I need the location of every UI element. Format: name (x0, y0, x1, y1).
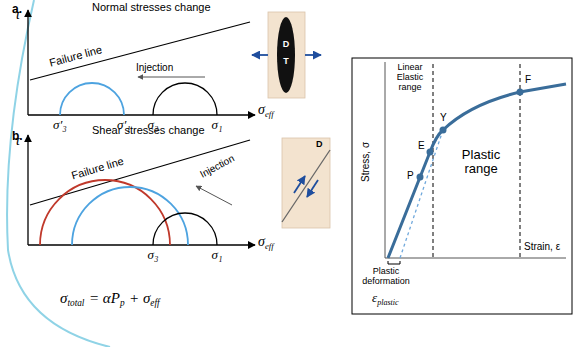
axis-label: σeff (258, 234, 274, 252)
symbol: ε (372, 290, 377, 305)
failure-line-label: Failure line (70, 155, 125, 182)
stress-label: σ₃ (148, 248, 159, 262)
shear-arrow (307, 180, 318, 197)
symbol: = αP (89, 290, 120, 306)
curve-point (427, 149, 434, 156)
panel-title: Normal stresses change (92, 1, 211, 13)
symbol: σ (258, 234, 265, 249)
axis-label: εplastic (372, 291, 399, 308)
shear-arrow (294, 176, 305, 193)
sigma-axis (28, 114, 255, 115)
symbol: + σ (129, 290, 150, 306)
plastic-label: Plastic deformation (358, 267, 414, 287)
formula: σtotal = αPp + σeff (60, 290, 160, 308)
panel-title: Shear stresses change (92, 124, 205, 136)
curve-point (417, 174, 424, 181)
range-label: Plastic range (450, 148, 512, 177)
subscript: p (120, 298, 125, 308)
tau-axis (27, 135, 28, 245)
stress-strain-curve (388, 84, 566, 258)
curve-point (517, 89, 524, 96)
subscript: total (67, 298, 84, 308)
strain-axis (385, 258, 566, 259)
mohr-circle (153, 83, 217, 115)
axis-label: σeff (258, 102, 274, 120)
injection-arrow (138, 77, 205, 78)
curve-point (440, 127, 447, 134)
stress-label: σ₁ (212, 118, 223, 132)
fracture-label: D (283, 40, 290, 50)
point-label: P (407, 170, 414, 181)
tau-axis (27, 10, 28, 115)
rock-block (282, 138, 330, 228)
axis-label: τ (15, 132, 20, 149)
range-label: Linear Elastic range (388, 63, 432, 93)
injection-arrow (196, 186, 232, 205)
fracture (277, 17, 295, 93)
subscript: eff (150, 298, 159, 308)
plastic-bracket (388, 261, 400, 264)
fault-label: D (316, 140, 323, 150)
rock-block (268, 12, 305, 98)
axis-title: Stress, σ (360, 142, 371, 182)
stress-label: σ′₃ (53, 118, 67, 132)
symbol: σ (258, 102, 265, 117)
opening-arrow (252, 54, 268, 56)
point-label: F (525, 74, 531, 85)
injection-label: Injection (136, 62, 173, 73)
injection-label: Injection (198, 153, 236, 180)
point-label: E (418, 140, 425, 151)
point-label: Y (440, 112, 447, 123)
stress-axis (385, 62, 386, 258)
mohr-circle (60, 83, 124, 115)
axis-title: Strain, ε (524, 241, 560, 252)
chart-frame (352, 58, 572, 314)
subscript: plastic (377, 298, 398, 307)
opening-arrow (305, 54, 321, 56)
mohr-circle (153, 213, 217, 245)
unloading-line (400, 130, 443, 258)
stress-label: σ₁ (212, 248, 223, 262)
fracture-label: T (283, 57, 289, 67)
axis-label: τ (15, 6, 20, 23)
subscript: eff (265, 241, 274, 251)
symbol: σ (60, 290, 67, 306)
sigma-axis (28, 244, 255, 245)
failure-line-label: Failure line (48, 43, 103, 68)
failure-line (30, 22, 250, 80)
fault (282, 150, 330, 222)
subscript: eff (265, 109, 274, 119)
